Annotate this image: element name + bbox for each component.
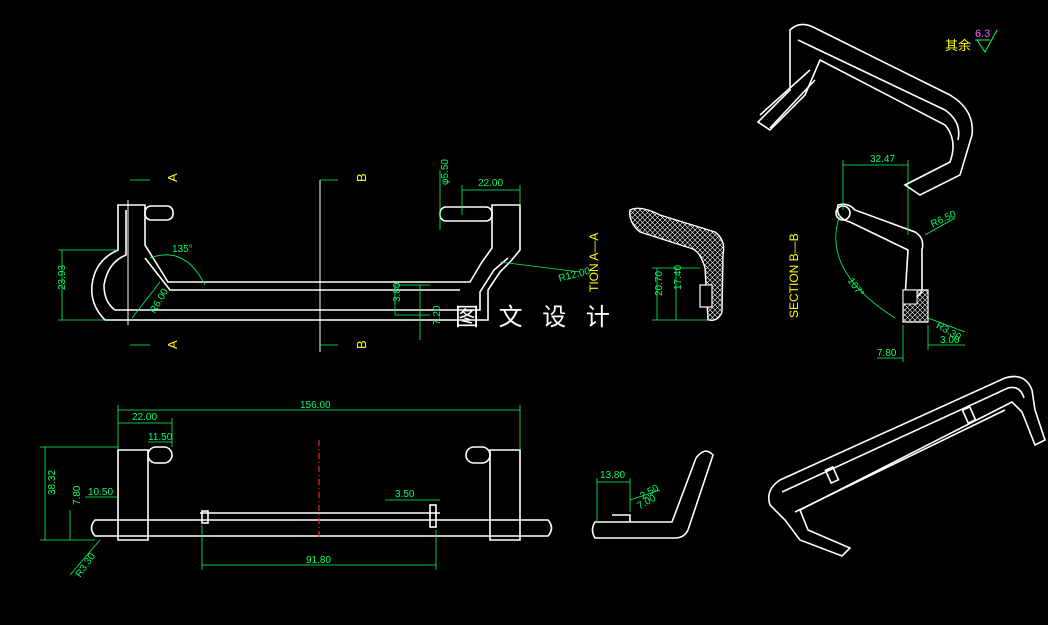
dim-13-80: 13.80 bbox=[600, 470, 625, 481]
section-b-b-title: SECTION B—B bbox=[787, 233, 801, 318]
section-a-a-view: 20.70 17.40 TION A—A bbox=[587, 207, 725, 322]
roughness-symbol: 其余 6.3 bbox=[945, 28, 998, 54]
section-a-top-label: A bbox=[165, 173, 180, 182]
dim-r6-50: R6.50 bbox=[929, 209, 958, 230]
front-dimensions: φ5.50 22.00 23.93 135° R6.00 3.80 7.20 R… bbox=[57, 159, 592, 340]
dim-32-47: 32.47 bbox=[870, 154, 895, 165]
section-b-top-label: B bbox=[354, 173, 369, 182]
section-a-a-title: TION A—A bbox=[587, 233, 601, 292]
dim-r3-30-top: R3.30 bbox=[74, 551, 99, 580]
dim-156-00: 156.00 bbox=[300, 400, 331, 411]
isometric-view-top bbox=[756, 23, 974, 196]
dim-91-80: 91.80 bbox=[306, 555, 331, 566]
dim-23-93: 23.93 bbox=[57, 265, 68, 290]
dim-r6-00: R6.00 bbox=[148, 287, 171, 316]
dim-17-40: 17.40 bbox=[673, 265, 684, 290]
dim-phi-5-50: φ5.50 bbox=[440, 159, 451, 185]
dim-38-32: 38.32 bbox=[47, 470, 58, 495]
dim-22-00-top: 22.00 bbox=[478, 178, 503, 189]
top-view bbox=[90, 440, 553, 541]
section-a-bottom-label: A bbox=[165, 340, 180, 349]
section-b-bottom-label: B bbox=[354, 340, 369, 349]
dim-20-70: 20.70 bbox=[654, 271, 665, 296]
dim-7-20: 7.20 bbox=[432, 305, 443, 325]
top-dimensions: 156.00 22.00 11.50 38.32 7.80 10.50 3.50… bbox=[40, 400, 521, 580]
dim-7-80-b: 7.80 bbox=[877, 348, 897, 359]
dim-135-deg: 135° bbox=[172, 244, 193, 255]
section-markers: A A B B bbox=[130, 173, 369, 349]
roughness-label: 其余 bbox=[945, 38, 971, 54]
dim-3-00: 3.00 bbox=[940, 335, 960, 346]
side-view: 13.80 2.50 7.00 bbox=[591, 450, 714, 539]
dim-11-50: 11.50 bbox=[148, 432, 173, 443]
front-view bbox=[90, 180, 521, 352]
dim-107-deg: 107° bbox=[845, 276, 866, 299]
isometric-view-bottom bbox=[767, 375, 1046, 557]
watermark-text: 图 文 设 计 bbox=[455, 303, 616, 331]
dim-3-50: 3.50 bbox=[395, 489, 415, 500]
dim-7-80-top: 7.80 bbox=[72, 485, 83, 505]
dim-10-50: 10.50 bbox=[88, 487, 113, 498]
dim-3-80: 3.80 bbox=[392, 282, 403, 302]
dim-22-00-top-view: 22.00 bbox=[132, 412, 157, 423]
roughness-value: 6.3 bbox=[975, 28, 990, 40]
